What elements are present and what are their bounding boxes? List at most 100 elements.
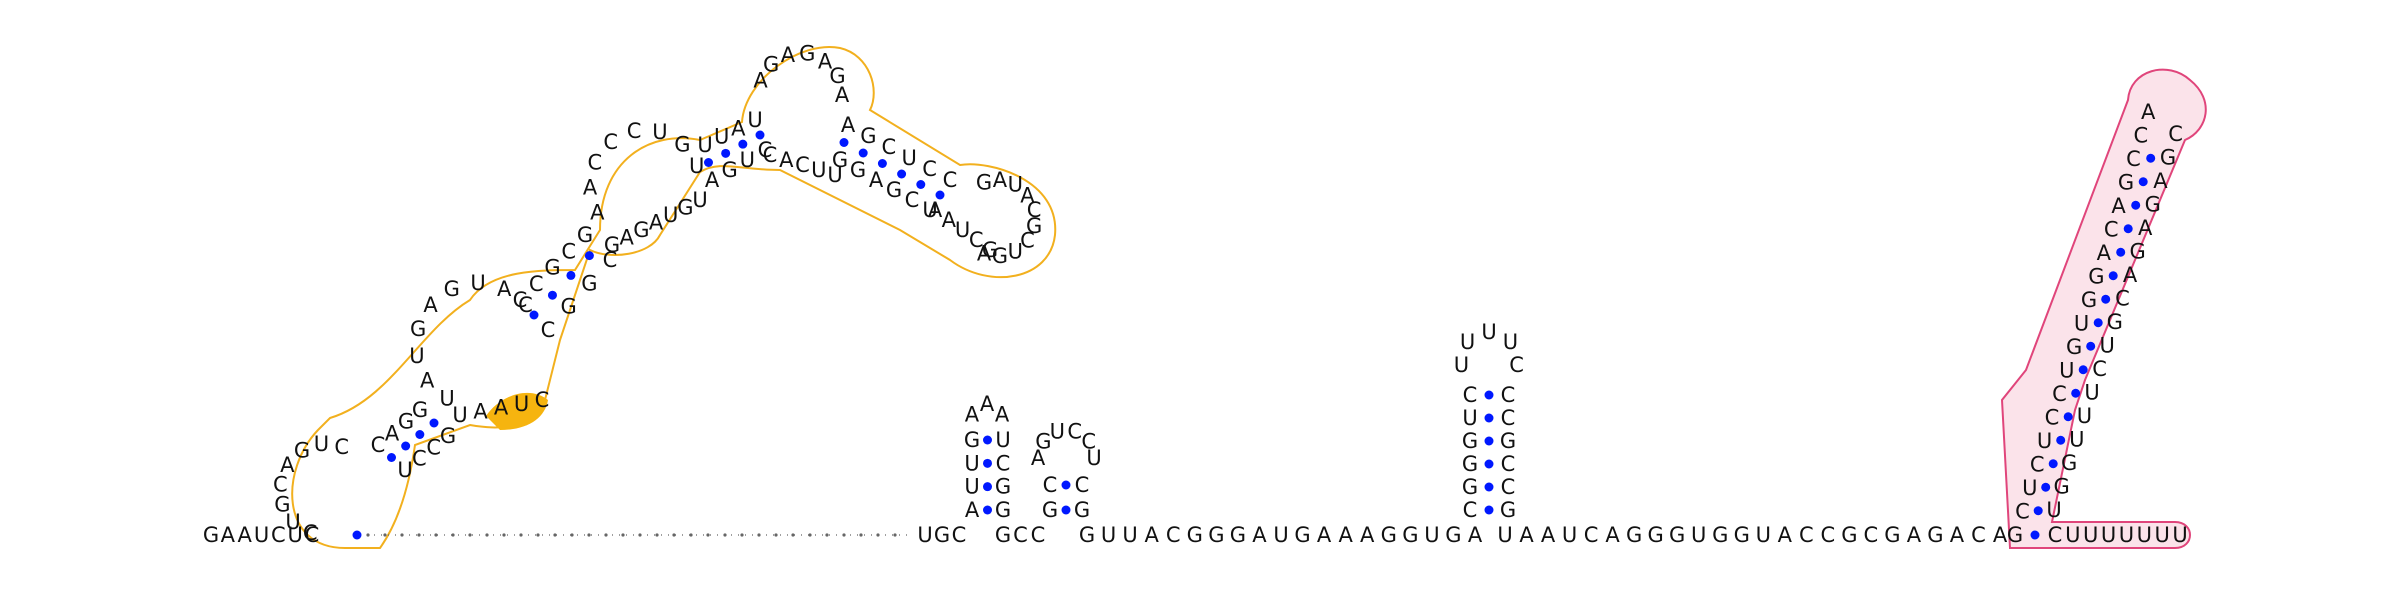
hairpin-3-three: C <box>1501 383 1516 407</box>
stem-1-three: C <box>426 435 441 459</box>
hairpin-3-five: G <box>1462 429 1478 453</box>
right-helix-pair-dot <box>2146 153 2156 163</box>
stem-2-pair-dot <box>566 270 576 280</box>
right-helix-left: U <box>2059 359 2074 383</box>
backbone-gap-dot <box>468 533 472 537</box>
right-helix-left: A <box>2141 100 2156 124</box>
inner-a: U <box>811 158 826 182</box>
five-prime-tail: A <box>237 523 252 547</box>
hairpin-2-loop: G <box>1035 430 1051 454</box>
right-helix-left: C <box>2133 124 2148 148</box>
backbone-gap-dot <box>587 533 591 537</box>
stem-1-pair-dot <box>415 430 425 439</box>
bulge-highlight: C <box>535 388 550 412</box>
stem-4-pair-dot <box>839 138 849 147</box>
hairpin-1-five: U <box>964 475 979 499</box>
stem-3-three: G <box>722 158 738 182</box>
hairpin-1-five: G <box>964 428 980 452</box>
right-helix-pair-dot <box>2063 412 2073 422</box>
three-prime-tail: U <box>2083 523 2098 547</box>
base-loop: A <box>280 453 295 477</box>
stem-3-five: U <box>714 125 729 149</box>
tip-loop: G <box>976 170 992 194</box>
tip-loop: U <box>1008 173 1023 197</box>
hairpin-2-base: C <box>1031 523 1046 547</box>
loop-2: G <box>410 317 426 341</box>
tip-loop: C <box>1027 198 1042 222</box>
right-helix-right: U <box>2077 404 2092 428</box>
inter-run-2: G <box>1648 523 1664 547</box>
stem-3-five: A <box>731 116 746 140</box>
hairpin-2-five: G <box>1042 498 1058 522</box>
stem-4-three: G <box>886 178 902 202</box>
backbone-gap-dot <box>519 533 523 537</box>
right-helix-left: G <box>2118 171 2134 195</box>
hairpin-1-pair-dot <box>983 505 992 515</box>
inter-run-2: G <box>1669 523 1685 547</box>
right-helix-left: U <box>2022 476 2037 500</box>
stem-4-pair-dot <box>916 180 926 189</box>
tip-loop: G <box>992 244 1008 268</box>
bulge-highlight: A <box>473 399 488 423</box>
hairpin-3-five: G <box>1462 475 1478 499</box>
hairpin-3-loop: U <box>1481 320 1496 344</box>
stem-1-five: C <box>371 433 386 457</box>
hairpin-3-loop: C <box>1509 353 1524 377</box>
inner-c: A <box>942 208 957 232</box>
base-loop: G <box>294 439 310 463</box>
stem-2-three: G <box>581 271 597 295</box>
inter-run-2: G <box>1841 523 1857 547</box>
inter-run-1: A <box>1360 523 1375 547</box>
inter-run-1: C <box>1166 523 1181 547</box>
inter-run-1: G <box>1445 523 1461 547</box>
stem-1-five: A <box>385 421 400 445</box>
right-helix-pair-dot <box>2101 294 2111 304</box>
backbone-gap-dot <box>553 533 557 537</box>
backbone-gap-dot <box>451 533 455 537</box>
backbone-gap-dot <box>808 533 812 537</box>
apical-loop: G <box>799 42 815 66</box>
backbone-gap-dot <box>655 533 659 537</box>
loop-3: A <box>583 176 598 200</box>
tip-loop: A <box>1020 183 1035 207</box>
stem-1-three: U <box>397 458 412 482</box>
right-helix-right: G <box>2107 310 2123 334</box>
stem-3-three: A <box>705 168 720 192</box>
base-loop: U <box>285 510 300 534</box>
stem-2-five: G <box>577 223 593 247</box>
inner-c: U <box>955 218 970 242</box>
highlighted-nucleotides <box>486 392 548 430</box>
hairpin-3-five: C <box>1463 498 1478 522</box>
stem-4-five: C <box>922 157 937 181</box>
stem-4-three: G <box>832 148 848 172</box>
stem-2-five: C <box>561 239 576 263</box>
right-helix-left: U <box>2074 312 2089 336</box>
hairpin-2-five: C <box>1043 473 1058 497</box>
inter-run-1: G <box>1079 523 1095 547</box>
hairpin-3-loop: U <box>1454 353 1469 377</box>
inter-run-2: U <box>1756 523 1771 547</box>
hairpin-2-loop: A <box>1031 446 1046 470</box>
loop-2: U <box>409 344 424 368</box>
right-helix-right: C <box>2115 287 2130 311</box>
inter-run-1: G <box>1381 523 1397 547</box>
backbone-gap-dot <box>706 533 710 537</box>
tip-loop: C <box>1020 229 1035 253</box>
hairpin-1-three: U <box>995 428 1010 452</box>
right-helix-pair-dot <box>2123 224 2133 234</box>
hairpin-3-loop: U <box>1460 330 1475 354</box>
hairpin-2-loop: C <box>1067 419 1082 443</box>
stem-4-five: C <box>881 135 896 159</box>
backbone-gap-dot <box>774 533 778 537</box>
inter-run-1: A <box>1338 523 1353 547</box>
right-helix-left: G <box>2081 288 2097 312</box>
stem-1-five: G <box>398 410 414 434</box>
right-helix-pair-dot <box>2131 200 2141 210</box>
apical-loop: A <box>818 49 833 73</box>
inter-run-1: G <box>1294 523 1310 547</box>
inter-run-2: A <box>1907 523 1922 547</box>
hairpin-2-pair-dot <box>1061 480 1071 490</box>
stem-4-five: G <box>860 124 876 148</box>
